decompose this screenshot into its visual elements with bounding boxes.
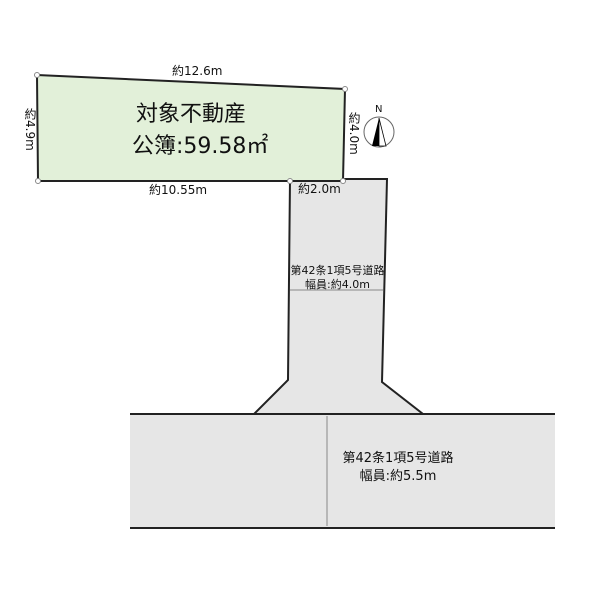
south-road-width: 幅員:約5.5m [359, 469, 437, 485]
north-road-area [251, 178, 426, 415]
south-road-type: 第42条1項5号道路 [342, 451, 454, 466]
dimension-bottom: 約10.55m [149, 183, 208, 197]
south-road-label: 第42条1項5号道路 幅員:約5.5m [338, 450, 458, 486]
north-road-type: 第42条1項5号道路 [290, 264, 385, 277]
dimension-frontage: 約2.0m [298, 182, 341, 196]
compass-label: N [375, 104, 383, 115]
dimension-right: 約4.0m [347, 112, 361, 155]
subject-area: 公簿:59.58㎡ [132, 134, 269, 159]
north-road-label: 第42条1項5号道路 幅員:約4.0m [290, 264, 385, 292]
lot-vertices [34, 72, 348, 184]
subject-lot [35, 73, 347, 182]
north-arrow-icon [363, 116, 395, 148]
dimension-top: 約12.6m [172, 64, 223, 78]
south-road-area [130, 414, 555, 528]
dimension-left: 約4.9m [23, 108, 37, 151]
subject-title: 対象不動産 [136, 102, 247, 127]
north-road-width: 幅員:約4.0m [305, 277, 370, 291]
